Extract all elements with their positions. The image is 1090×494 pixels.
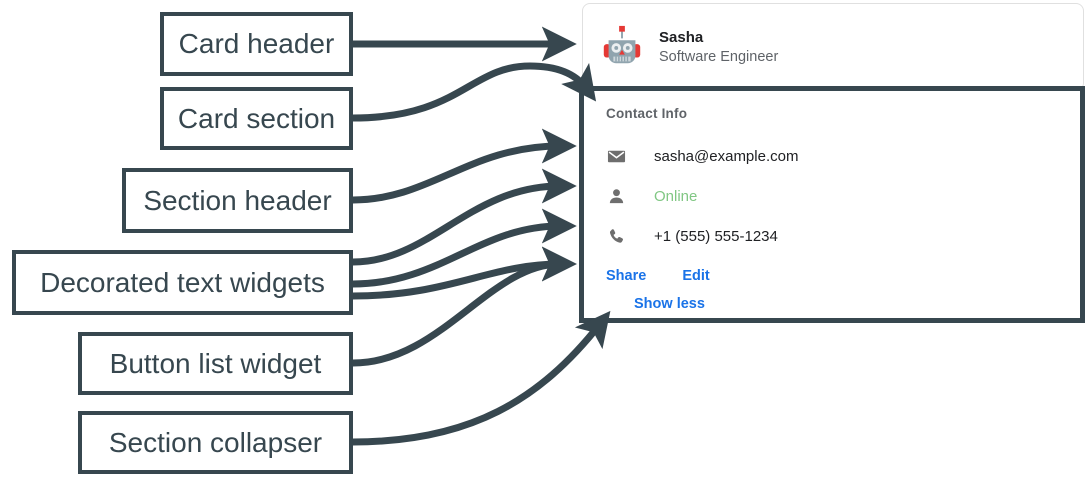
card-header: Sasha Software Engineer [583,4,1083,90]
arrow-card-section [352,62,597,122]
callout-section-header: Section header [122,168,353,233]
phone-value: +1 (555) 555-1234 [654,228,778,245]
card-subtitle: Software Engineer [659,48,779,65]
arrow-section-collapser [352,310,611,446]
callout-card-section-label: Card section [177,102,336,134]
callout-section-collapser: Section collapser [78,411,353,474]
decorated-text-widget-email: sasha@example.com [606,137,1058,177]
callout-button-list-label: Button list widget [109,347,322,379]
phone-icon [606,227,626,247]
decorated-text-widget-status: Online [606,177,1058,217]
arrow-decorated-text-1 [352,168,577,266]
callout-button-list: Button list widget [78,332,353,395]
section-header: Contact Info [606,106,688,121]
card-section: Contact Info sasha@example.com [579,86,1085,323]
callout-section-header-label: Section header [143,184,332,216]
decorated-text-widget-phone: +1 (555) 555-1234 [606,217,1058,257]
card-header-text: Sasha Software Engineer [659,30,778,65]
section-collapser-button[interactable]: Show less [634,296,705,312]
share-button[interactable]: Share [606,267,647,284]
edit-button[interactable]: Edit [682,267,710,284]
callout-card-header: Card header [160,12,353,76]
arrow-decorated-text-3 [352,246,577,300]
card: Sasha Software Engineer [582,3,1084,91]
callout-card-header-label: Card header [178,28,335,59]
button-list-widget: Share Edit [606,267,1058,284]
arrow-decorated-text-2 [352,208,577,288]
arrow-button-list [352,246,577,367]
callout-decorated-text-label: Decorated text widgets [40,266,325,298]
status-value: Online [654,188,698,205]
person-icon [606,187,626,207]
card-section-content: Contact Info sasha@example.com [584,91,1080,313]
robot-avatar-icon [599,24,645,70]
callout-section-collapser-label: Section collapser [108,426,323,458]
callout-card-section: Card section [160,87,353,150]
card-title: Sasha [659,28,704,46]
callout-decorated-text: Decorated text widgets [12,250,353,315]
email-value: sasha@example.com [654,148,799,165]
envelope-icon [606,147,626,167]
arrow-section-header [352,128,577,204]
